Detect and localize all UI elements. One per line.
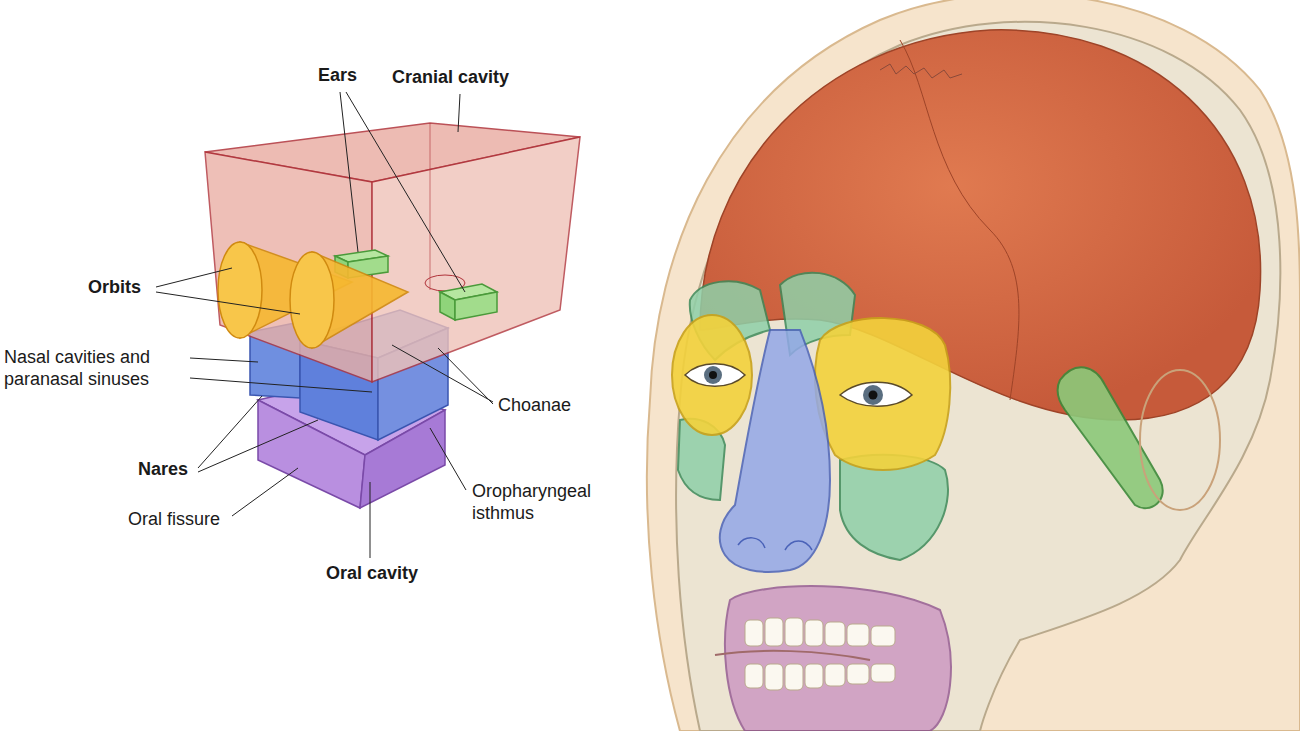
anatomy-label: Ears: [318, 64, 357, 86]
anatomy-label: Orbits: [88, 276, 141, 298]
anatomy-label: Oral cavity: [326, 562, 418, 584]
anatomy-label: Choanae: [498, 394, 571, 416]
anatomy-label: Nasal cavities and paranasal sinuses: [4, 346, 184, 390]
anatomy-label: Oropharyngeal isthmus: [472, 480, 607, 524]
anatomy-label: Cranial cavity: [392, 66, 509, 88]
leader-lines: [156, 92, 493, 558]
anatomy-label: Oral fissure: [128, 508, 220, 530]
anatomy-label: Nares: [138, 458, 188, 480]
